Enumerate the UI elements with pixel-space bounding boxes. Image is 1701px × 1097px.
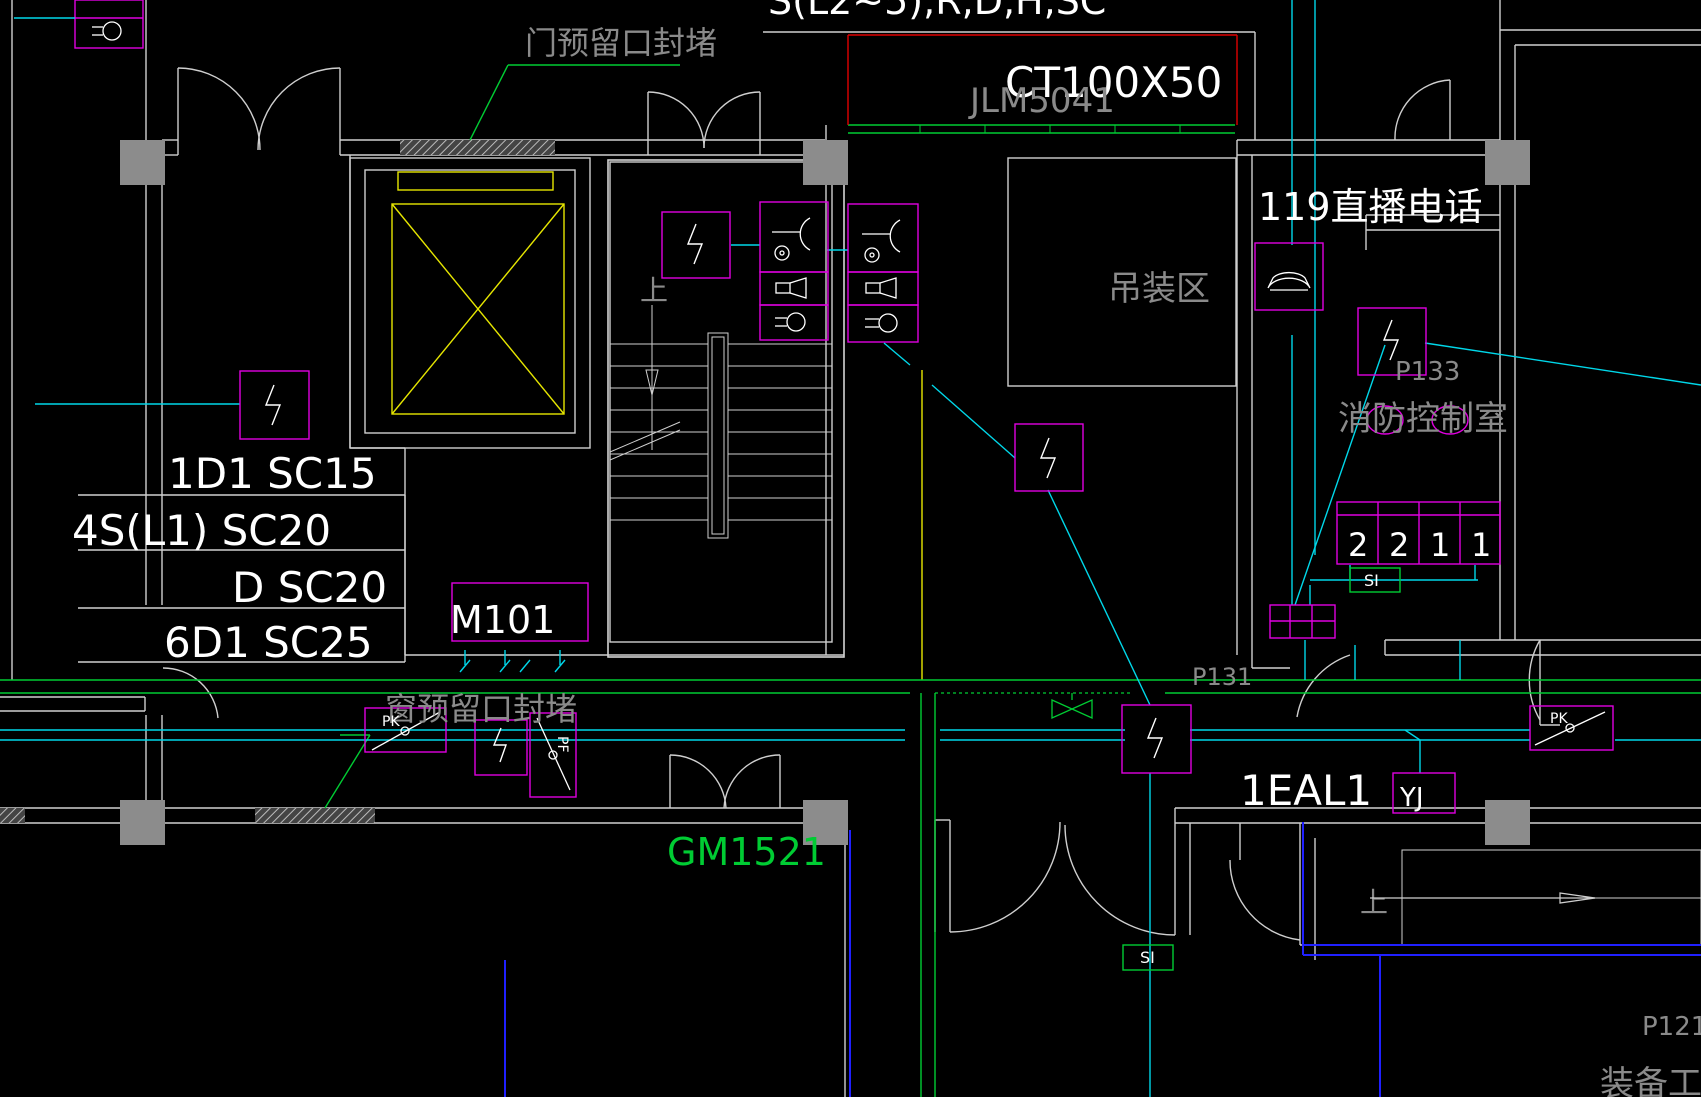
gm1521-label: GM1521 (667, 830, 826, 874)
fire-door-release-icon[interactable] (661, 211, 731, 279)
fire-door-release-icon[interactable] (474, 719, 528, 776)
lightning-glyphs (264, 223, 1400, 763)
yj-label: YJ (1399, 783, 1424, 813)
top-cut-text: S(L2~5),R,D,H,SC (768, 0, 1106, 23)
jlm-label: JLM5041 (968, 81, 1115, 121)
green-ticks (919, 125, 1181, 133)
fire-damper-icon[interactable] (1529, 705, 1614, 751)
manual-call-point-icon[interactable] (847, 304, 919, 343)
up-label-stair: 上 (640, 274, 668, 307)
si-cabinet-label: SI (1364, 571, 1379, 590)
window-opening-seal-label: 窗预留口封堵 (385, 690, 577, 728)
hatched-seals (0, 140, 555, 823)
blue-lines (504, 822, 1701, 1097)
line-1-label: 1D1 SC15 (168, 449, 377, 498)
pk-right-label: PK (1550, 711, 1568, 727)
eal-label: 1EAL1 (1240, 766, 1372, 815)
pf-label: PF (554, 736, 570, 753)
columns (120, 140, 1530, 845)
m101-label: M101 (450, 598, 555, 642)
door-opening-seal-label: 门预留口封堵 (525, 24, 717, 62)
red-lines (847, 34, 1238, 125)
terminal-number: 1 (1430, 526, 1450, 564)
fire-damper-icon[interactable] (364, 707, 447, 753)
fire-door-release-icon[interactable] (239, 370, 310, 440)
stair-middle (609, 305, 832, 539)
terminal-number: 1 (1471, 526, 1491, 564)
stair-arrow (1370, 892, 1596, 904)
fire-damper-icon[interactable] (529, 712, 577, 798)
p121-label: P121 (1642, 1012, 1701, 1042)
fire-door-release-icon[interactable] (1121, 704, 1192, 774)
green-lines (0, 64, 1701, 1097)
ct-tray-label: CT100X50 (1005, 58, 1222, 107)
m101-box[interactable] (451, 582, 589, 642)
equipment-room-label: 装备工作间 (1600, 1064, 1701, 1097)
cable-ticks (459, 640, 1306, 680)
hoist-area-label: 吊装区 (1108, 269, 1210, 309)
device-glyphs (92, 21, 1606, 791)
p131-label: P131 (1192, 663, 1252, 691)
terminal-number: 2 (1389, 526, 1409, 564)
fire-door-release-icon[interactable] (1014, 423, 1084, 492)
line-4-label: 6D1 SC25 (164, 618, 373, 667)
up-label-lower: 上 (1360, 886, 1388, 919)
direct-phone-label: 119直播电话 (1258, 185, 1483, 229)
si-box[interactable] (1122, 944, 1174, 971)
manual-call-point-icon[interactable] (759, 304, 829, 341)
fire-control-room-label: 消防控制室 (1338, 399, 1508, 439)
elevator-shaft-icon (391, 171, 565, 415)
si-bottom-label: SI (1140, 948, 1155, 967)
yj-box[interactable] (1392, 772, 1456, 814)
pk-left-label: PK (382, 714, 400, 730)
p133-label: P133 (1395, 357, 1460, 387)
telephone-icon[interactable] (1254, 242, 1324, 311)
fire-door-release-icon[interactable] (1357, 307, 1427, 376)
line-3-label: D SC20 (232, 563, 387, 612)
terminal-number: 2 (1348, 526, 1368, 564)
si-box[interactable] (1349, 567, 1401, 593)
doors (162, 67, 1560, 941)
line-2-label: 4S(L1) SC20 (72, 506, 331, 555)
